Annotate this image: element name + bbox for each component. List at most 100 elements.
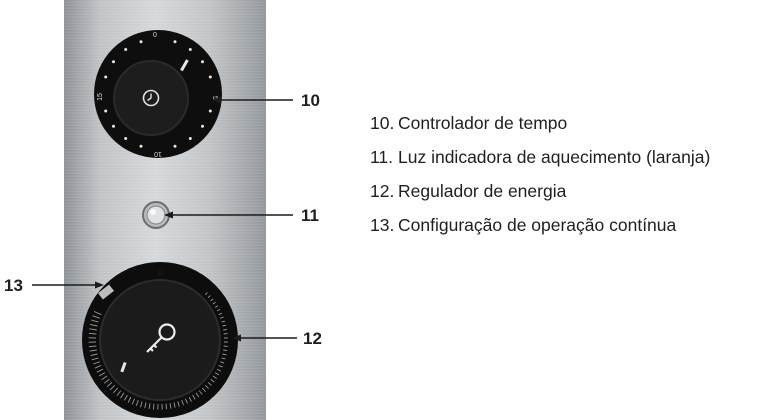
arrowhead-10	[212, 96, 221, 104]
power-scale-tick	[173, 402, 176, 408]
power-scale-tick	[148, 403, 151, 409]
power-scale-tick	[201, 387, 206, 392]
legend-item-number: 11.	[370, 147, 394, 167]
power-scale-tick	[184, 398, 188, 404]
power-scale-tick	[109, 384, 116, 391]
power-scale-tick	[96, 368, 104, 373]
power-scale-tick	[94, 364, 102, 369]
timer-number-5: 5	[211, 96, 218, 100]
power-scale-tick	[91, 319, 99, 323]
arrowhead-13	[95, 281, 104, 289]
power-scale-tick	[198, 390, 203, 395]
power-scale-tick	[177, 401, 180, 407]
legend-item: 13. Configuração de operação contínua	[370, 214, 765, 236]
power-scale-tick	[195, 392, 200, 398]
clock-icon	[142, 89, 160, 107]
power-scale-tick	[89, 328, 97, 331]
timer-tick-dot	[139, 40, 143, 44]
power-scale-tick	[220, 361, 225, 364]
timer-tick-dot	[201, 60, 204, 64]
power-scale-tick	[165, 403, 167, 410]
power-scale-tick	[152, 403, 155, 410]
legend-item: 10. Controlador de tempo	[370, 112, 765, 134]
timer-dial-ticks	[104, 40, 212, 148]
timer-tick-dot	[208, 75, 212, 79]
power-scale-tick	[220, 316, 224, 319]
power-scale-tick	[144, 402, 147, 409]
timer-tick-dot	[173, 40, 177, 44]
legend-item-number: 12.	[370, 181, 395, 201]
timer-tick-dot	[112, 60, 115, 64]
power-scale-tick	[210, 298, 214, 302]
power-scale-tick	[90, 353, 98, 356]
power-scale-tick	[214, 372, 220, 376]
legend-item-text: Luz indicadora de aquecimento (laranja)	[398, 147, 711, 167]
power-scale-tick	[207, 295, 211, 299]
legend-item-number: 10.	[370, 113, 395, 133]
legend: 10. Controlador de tempo 11. Luz indicad…	[370, 112, 765, 248]
legend-item-number: 13.	[370, 215, 395, 235]
heating-indicator-light	[142, 201, 170, 229]
power-scale-tick	[90, 323, 98, 327]
legend-item-text: Configuração de operação contínua	[398, 215, 677, 235]
power-scale-tick	[91, 357, 99, 361]
power-scale-tick	[103, 378, 110, 384]
power-scale-tick	[218, 364, 223, 368]
timer-tick-dot	[208, 109, 212, 113]
power-scale-tick	[204, 292, 208, 296]
legend-item: 12. Regulador de energia	[370, 180, 765, 202]
timer-tick-dot	[201, 124, 204, 128]
power-scale-tick	[127, 396, 132, 403]
timer-tick-dot	[112, 124, 115, 128]
legend-item-text: Regulador de energia	[398, 181, 567, 201]
timer-tick-dot	[173, 144, 177, 148]
power-scale-tick	[218, 312, 223, 316]
power-scale-tick	[113, 387, 119, 394]
power-scale-tick	[116, 390, 122, 396]
callout-13: 13	[4, 276, 23, 295]
power-scale-tick	[212, 301, 216, 305]
power-scale-tick	[92, 315, 100, 319]
power-scale-tick	[204, 384, 209, 389]
timer-tick-dot	[139, 144, 143, 148]
power-scale-tick	[135, 400, 139, 407]
callout-11: 11	[301, 206, 319, 225]
power-scale-tick	[88, 332, 97, 335]
legend-item: 11. Luz indicadora de aquecimento (laran…	[370, 146, 765, 168]
callout-10: 10	[301, 91, 320, 110]
power-scale-tick	[120, 392, 125, 399]
power-scale-tick	[89, 349, 97, 352]
power-scale-tick	[214, 305, 219, 308]
timer-tick-dot	[104, 109, 108, 113]
power-scale-tick	[222, 353, 227, 356]
power-scale-tick	[169, 403, 172, 409]
power-scale-tick	[221, 357, 226, 360]
thermometer-icon	[146, 323, 176, 353]
power-scale-tick	[98, 372, 106, 377]
power-scale-tick	[188, 396, 192, 402]
power-scale-tick	[207, 381, 212, 386]
power-scale-tick	[216, 308, 221, 312]
timer-knob-pointer	[180, 59, 189, 72]
timer-tick-dot	[124, 137, 128, 140]
timer-dial: 0 5 10 15	[94, 30, 222, 158]
power-knob-pointer	[120, 361, 127, 373]
timer-number-0: 0	[153, 32, 157, 39]
timer-tick-dot	[188, 48, 192, 51]
power-scale-tick	[212, 375, 217, 379]
power-scale-tick	[223, 349, 228, 352]
power-dial: 0	[82, 262, 238, 418]
power-scale-tick	[223, 328, 227, 331]
timer-tick-dot	[188, 137, 192, 140]
power-scale-tick	[106, 381, 113, 388]
power-scale-tick	[222, 324, 227, 327]
power-scale-tick	[210, 378, 215, 383]
power-scale-tick	[88, 345, 97, 348]
arrowhead-11	[164, 211, 173, 219]
power-scale-tick	[181, 400, 184, 406]
timer-tick-dot	[124, 48, 128, 51]
power-scale-tick	[192, 394, 196, 400]
leader-lines	[32, 99, 297, 339]
power-scale-tick	[140, 401, 143, 408]
